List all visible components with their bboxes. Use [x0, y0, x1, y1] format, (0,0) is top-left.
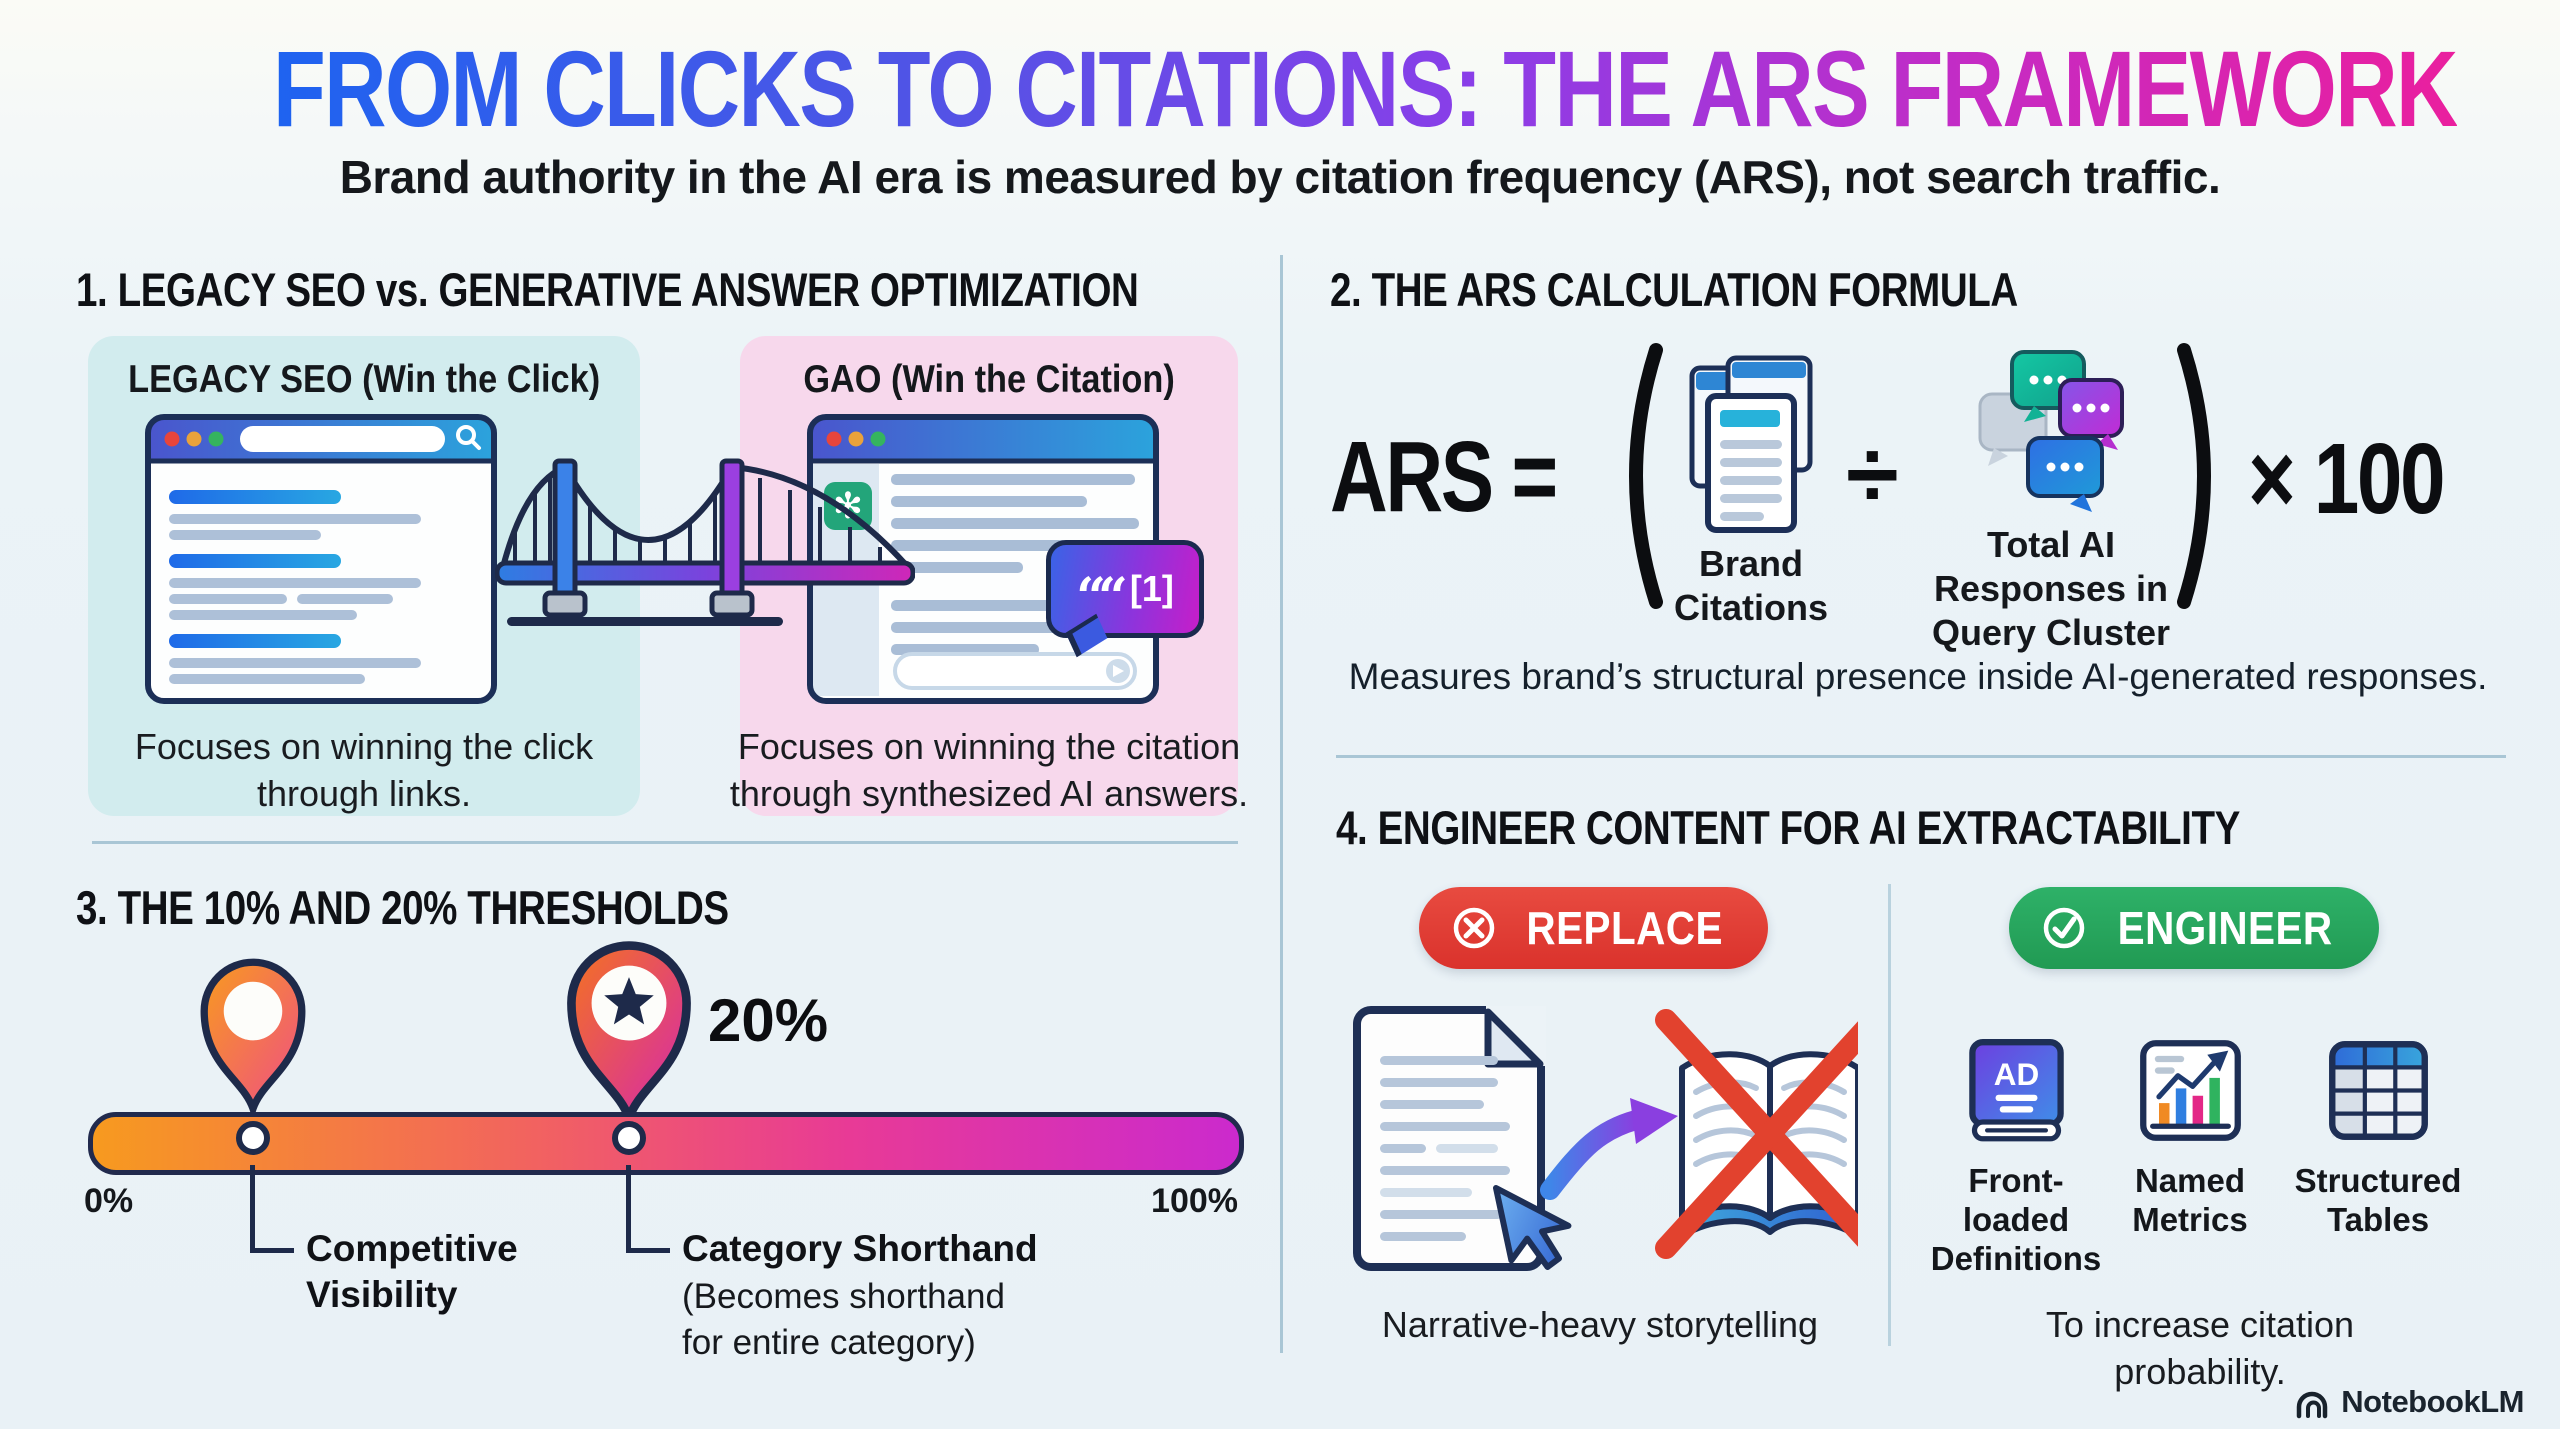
threshold-dot-20 [612, 1121, 646, 1155]
named-metrics-item: Named Metrics [2102, 1038, 2278, 1240]
threshold-1-label: Competitive Visibility [306, 1228, 518, 1316]
formula-note: Measures brand’s structural presence ins… [1348, 656, 2488, 697]
close-paren [2177, 343, 2211, 609]
open-paren [1629, 343, 1663, 609]
threshold-2-label: Category Shorthand [682, 1228, 1038, 1269]
divide-sign: ÷ [1846, 421, 1899, 528]
numerator-label: Brand Citations [1673, 543, 1828, 628]
notebooklm-attribution: NotebookLM [2293, 1384, 2524, 1420]
map-pin-20-icon [567, 941, 691, 1124]
x-circle-icon [1453, 907, 1495, 949]
ai-answer-browser-illustration: ✻ [807, 414, 1159, 704]
section2-heading: 2. THE ARS CALCULATION FORMULA [1330, 263, 2018, 316]
svg-text:AD: AD [1993, 1056, 2038, 1092]
icon-item-label: Structured Tables [2294, 1162, 2462, 1238]
threshold-bar [88, 1112, 1244, 1175]
engineer-caption: To increase citation probability. [2045, 1304, 2355, 1392]
metrics-chart-icon [2139, 1040, 2241, 1141]
threshold-20-label: 20% [708, 987, 829, 1054]
crossed-book-icon [1655, 1009, 1858, 1259]
ai-responses-icon [1978, 350, 2124, 512]
notebooklm-logo-icon [2297, 1391, 2328, 1419]
icon-item-label: Named Metrics [2132, 1162, 2248, 1238]
connector-2-vertical [626, 1165, 631, 1253]
engineer-badge: ENGINEER [2009, 887, 2380, 969]
connector-1-vertical [250, 1165, 255, 1253]
transform-arrow-icon [1540, 1110, 1646, 1200]
gao-card-title: GAO (Win the Citation) [803, 358, 1175, 401]
main-vertical-divider [1280, 255, 1283, 1353]
replace-badge: REPLACE [1419, 887, 1769, 969]
page-title: FROM CLICKS TO CITATIONS: THE ARS FRAMEW… [0, 26, 2560, 151]
map-pin-10-icon [200, 958, 306, 1114]
formula-lhs: ARS = [1330, 421, 1558, 533]
legacy-seo-caption: Focuses on winning the click through lin… [134, 726, 594, 814]
replace-engineer-divider [1888, 884, 1891, 1346]
engineer-badge-label: ENGINEER [2117, 902, 2333, 954]
connector-1-horizontal [250, 1248, 294, 1253]
bridge-illustration [495, 458, 915, 626]
legacy-seo-card-title: LEGACY SEO (Win the Click) [128, 358, 600, 401]
formula-multiplier: × 100 [2248, 423, 2446, 535]
left-horizontal-divider [92, 841, 1238, 844]
threshold-2-sublabel: (Becomes shorthand for entire category) [682, 1277, 1005, 1363]
axis-min-label: 0% [84, 1182, 134, 1220]
check-circle-icon [2043, 907, 2085, 949]
right-horizontal-divider [1336, 755, 2506, 758]
section1-heading: 1. LEGACY SEO vs. GENERATIVE ANSWER OPTI… [76, 263, 1139, 316]
replace-badge-label: REPLACE [1526, 902, 1723, 954]
table-icon [2328, 1041, 2428, 1140]
front-loaded-definitions-item: AD Front-loaded Definitions [1928, 1038, 2104, 1279]
structured-tables-item: Structured Tables [2290, 1038, 2466, 1240]
brand-citations-icon [1689, 355, 1813, 533]
denominator-operand: Total AI Responses in Query Cluster [1928, 348, 2174, 655]
denominator-label: Total AI Responses in Query Cluster [1931, 524, 2171, 653]
section3-heading: 3. THE 10% AND 20% THRESHOLDS [76, 881, 729, 934]
threshold-dot-10 [236, 1121, 270, 1155]
page-title-text: FROM CLICKS TO CITATIONS: THE ARS FRAMEW… [272, 28, 2458, 149]
notebooklm-label: NotebookLM [2341, 1384, 2524, 1419]
serp-browser-illustration [145, 414, 497, 704]
section4-heading: 4. ENGINEER CONTENT FOR AI EXTRACTABILIT… [1336, 801, 2240, 854]
icon-item-label: Front-loaded Definitions [1930, 1162, 2102, 1277]
replace-caption: Narrative-heavy storytelling [1381, 1304, 1819, 1345]
cursor-icon [1493, 1185, 1572, 1271]
gao-caption: Focuses on winning the citation through … [729, 726, 1249, 814]
star-icon [604, 977, 654, 1025]
connector-2-horizontal [626, 1248, 670, 1253]
axis-max-label: 100% [1151, 1182, 1238, 1220]
citation-number: [1] [1129, 568, 1174, 609]
document-icon [1353, 1006, 1546, 1271]
ad-book-icon: AD [1968, 1039, 2064, 1142]
page-subtitle: Brand authority in the AI era is measure… [339, 151, 2221, 203]
narrative-storytelling-illustration [1353, 1006, 1858, 1271]
citation-bubble: ““ [1] [1046, 540, 1204, 658]
red-x-icon [1655, 1009, 1858, 1259]
numerator-operand: Brand Citations [1662, 352, 1840, 630]
